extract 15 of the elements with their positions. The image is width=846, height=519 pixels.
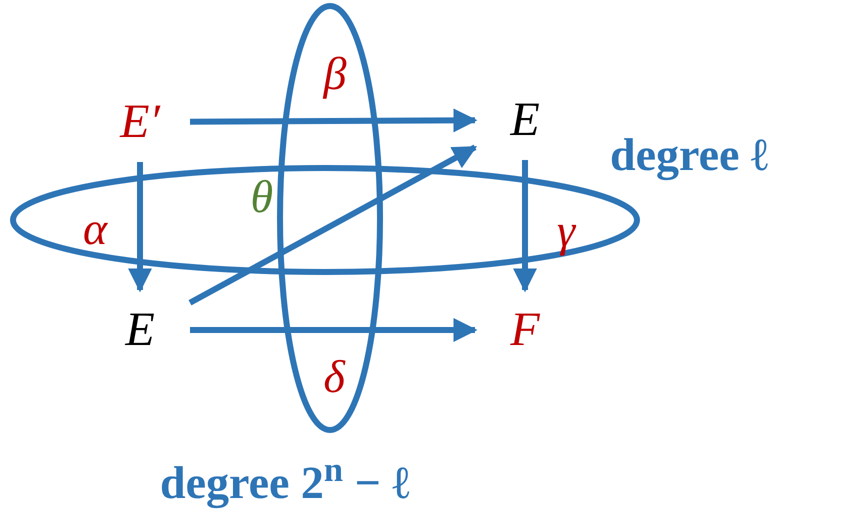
node-label: E [125,306,155,354]
arrow [188,144,478,306]
node-label: E′ [120,98,160,146]
edge-label: δ [324,354,345,400]
edge-label: α [83,206,108,252]
arrow [513,160,537,292]
edge-label: γ [557,208,576,254]
node-label: E [510,96,540,144]
node-label: F [510,306,540,354]
edge-label: θ [250,174,274,220]
arrow [190,108,478,132]
edge-label: β [324,51,346,97]
degree-label: degree ℓ [610,128,768,182]
arrow [190,318,478,342]
degree-label: degree 2$^{n}$ − ℓ [160,450,410,510]
